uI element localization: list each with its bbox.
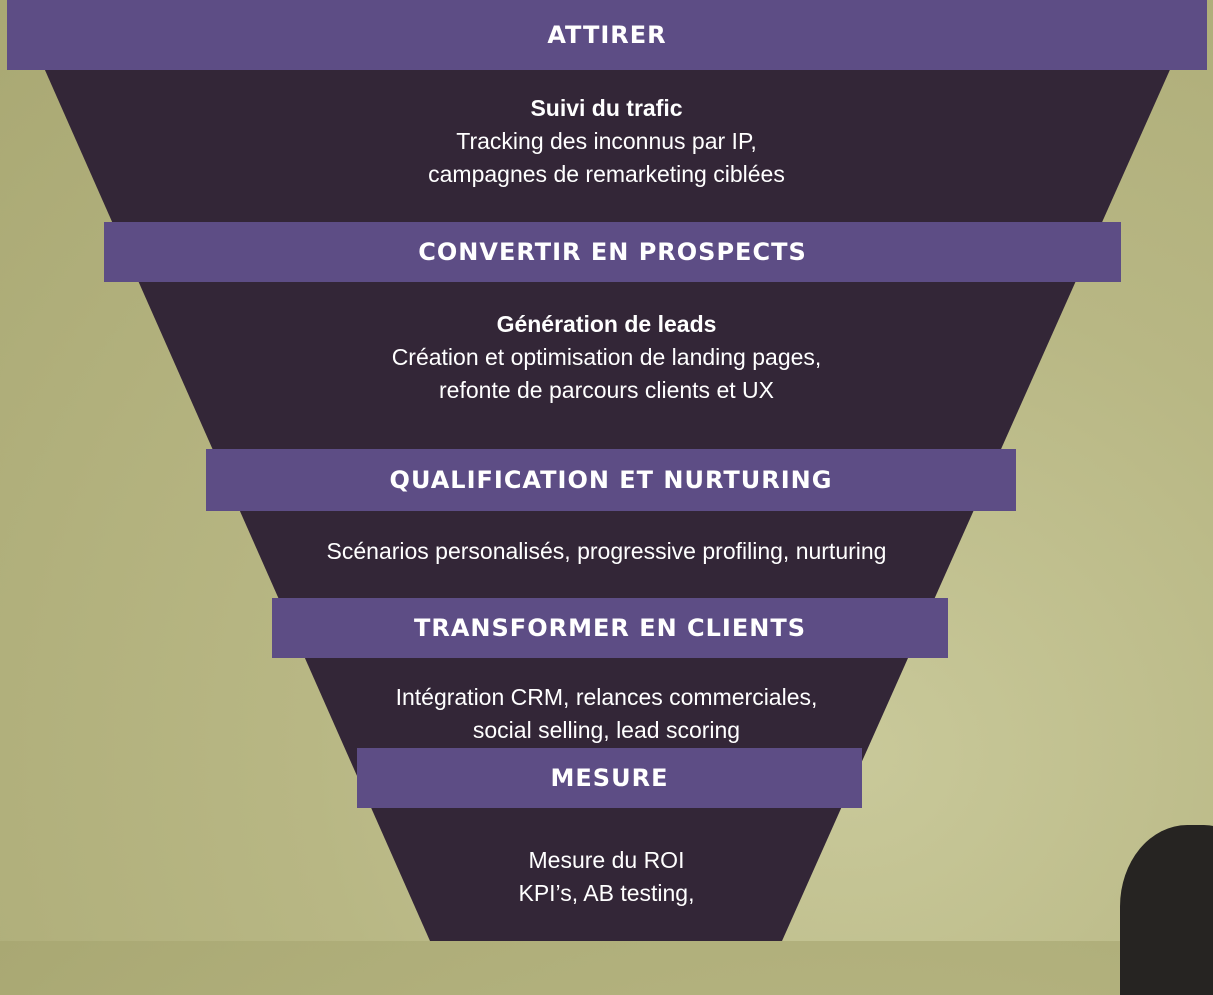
- stage-line: Intégration CRM, relances commerciales,: [395, 684, 818, 710]
- stage-line: Création et optimisation de landing page…: [391, 344, 822, 370]
- stage-heading: Suivi du trafic: [530, 95, 683, 121]
- stage-line: KPI’s, AB testing,: [518, 880, 695, 906]
- stage-heading: Génération de leads: [496, 311, 717, 337]
- stage-title-transformer: TRANSFORMER EN CLIENTS: [272, 598, 948, 658]
- stage-line: refonte de parcours clients et UX: [439, 377, 774, 403]
- stage-line: Tracking des inconnus par IP,: [456, 128, 757, 154]
- stage-title-mesure: MESURE: [357, 748, 862, 808]
- stage-title-convertir: CONVERTIR EN PROSPECTS: [104, 222, 1121, 282]
- stage-description-convertir: Génération de leads Création et optimisa…: [0, 308, 1213, 407]
- stage-title-attirer: ATTIRER: [7, 0, 1207, 70]
- stage-description-qualification: Scénarios personalisés, progressive prof…: [0, 535, 1213, 568]
- stage-description-transformer: Intégration CRM, relances commerciales, …: [0, 681, 1213, 747]
- stage-description-mesure: Mesure du ROI KPI’s, AB testing,: [0, 844, 1213, 910]
- stage-line: Scénarios personalisés, progressive prof…: [326, 538, 887, 564]
- stage-line: campagnes de remarketing ciblées: [428, 161, 785, 187]
- stage-title-qualification: QUALIFICATION ET NURTURING: [206, 449, 1016, 511]
- stage-line: Mesure du ROI: [528, 847, 685, 873]
- stage-description-attirer: Suivi du trafic Tracking des inconnus pa…: [0, 92, 1213, 191]
- stage-line: social selling, lead scoring: [472, 717, 741, 743]
